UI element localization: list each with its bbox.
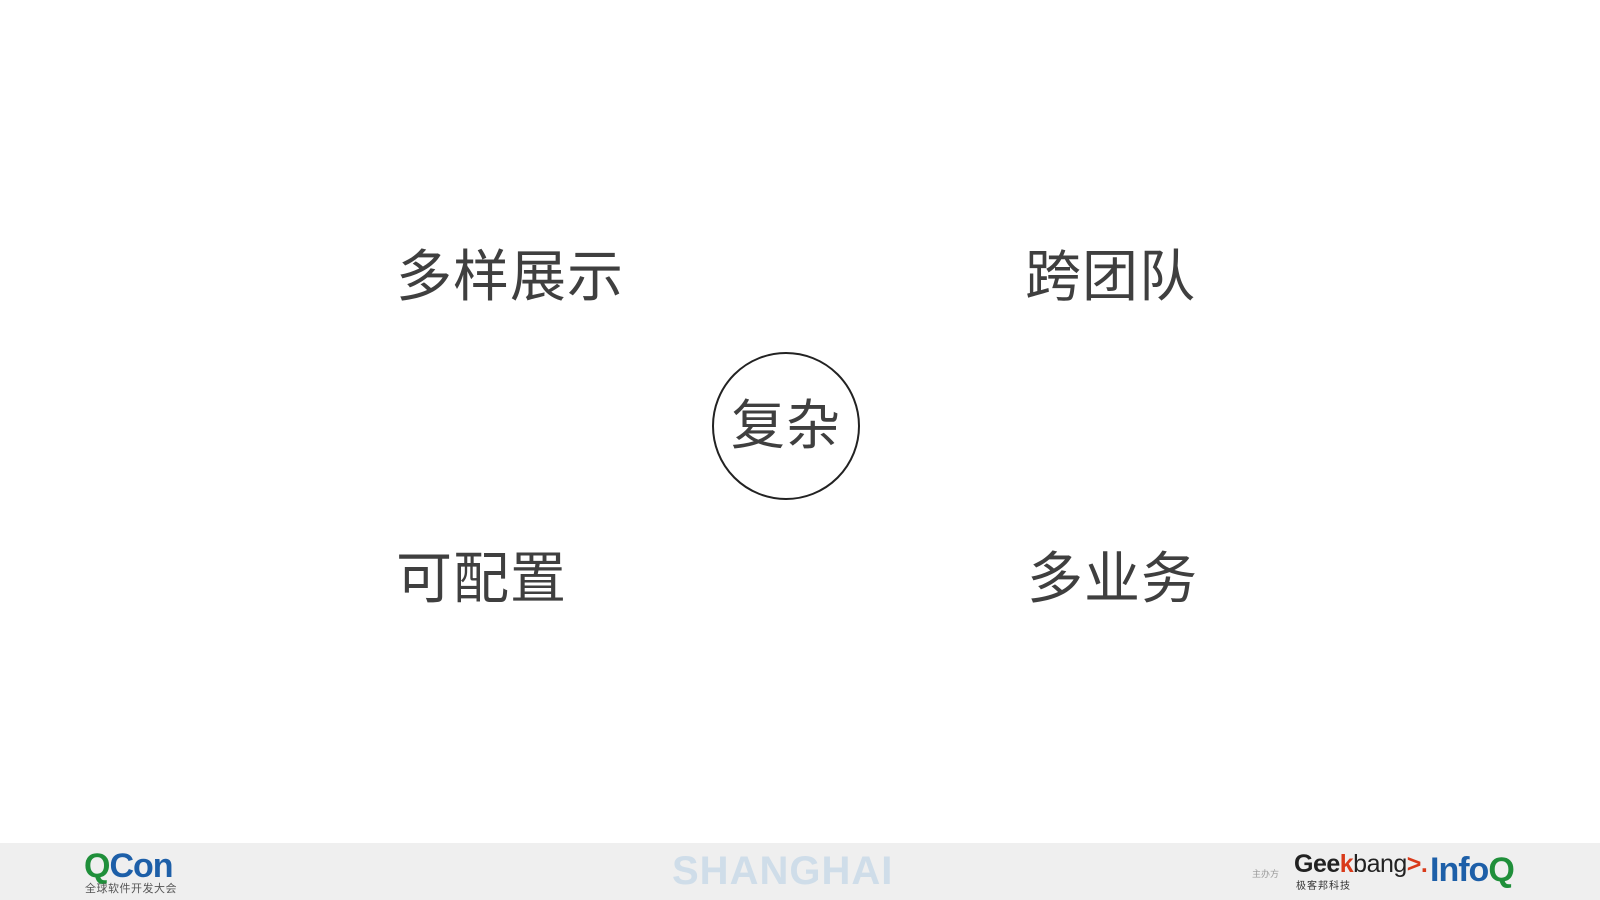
qcon-subtitle: 全球软件开发大会 — [85, 882, 177, 895]
footer-bar: QCon 全球软件开发大会 SHANGHAI 主办方 Geekbang>. 极客… — [0, 843, 1600, 900]
geekbang-arrow-icon: >. — [1406, 850, 1428, 878]
qcon-logo: QCon 全球软件开发大会 — [84, 849, 194, 895]
term-bottom-left: 可配置 — [396, 547, 567, 612]
geekbang-gee: Gee — [1294, 850, 1340, 878]
infoq-info: Info — [1430, 851, 1489, 889]
center-circle: 复杂 — [712, 352, 860, 500]
infoq-q: Q — [1488, 851, 1514, 889]
geekbang-logo: Geekbang>. 极客邦科技 — [1294, 851, 1428, 892]
geekbang-wordmark: Geekbang>. — [1294, 850, 1428, 878]
center-term: 复杂 — [731, 394, 841, 457]
infoq-logo: InfoQ — [1430, 847, 1515, 893]
organizer-label: 主办方 — [1252, 870, 1280, 880]
qcon-q: Q — [84, 847, 110, 885]
qcon-wordmark: QCon — [84, 847, 174, 885]
term-top-right: 跨团队 — [1025, 245, 1196, 310]
term-bottom-right: 多业务 — [1027, 547, 1198, 612]
term-top-left: 多样展示 — [396, 245, 624, 310]
geekbang-bang: bang — [1353, 850, 1407, 878]
city-name: SHANGHAI — [672, 849, 894, 893]
qcon-con: Con — [109, 847, 173, 885]
geekbang-subtitle: 极客邦科技 — [1296, 881, 1351, 892]
geekbang-k: k — [1339, 850, 1354, 878]
